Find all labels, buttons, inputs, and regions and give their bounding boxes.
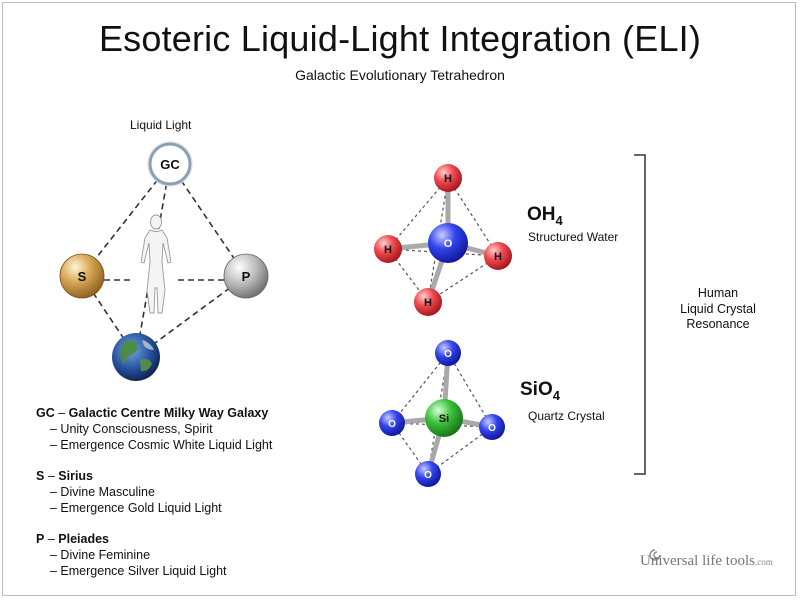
resonance-label: Human Liquid Crystal Resonance <box>668 286 768 333</box>
edge-gc-earth <box>135 163 171 358</box>
edge-gc-s <box>81 163 171 277</box>
svg-text:H: H <box>444 173 452 185</box>
edge-gc-p <box>169 163 247 277</box>
human-figure-icon <box>140 214 172 314</box>
quartz-atom-o-left: O <box>379 410 405 436</box>
legend-name: Pleiades <box>58 532 109 546</box>
legend-abbr: P <box>36 532 45 546</box>
water-atom-h-top: H <box>434 164 462 192</box>
legend-item: – Divine Feminine <box>50 548 151 562</box>
svg-text:Si: Si <box>439 413 449 425</box>
page-subtitle: Galactic Evolutionary Tetrahedron <box>295 67 505 83</box>
quartz-molecule: O O Si O O <box>379 340 505 487</box>
legend-item: – Emergence Gold Liquid Light <box>50 501 222 515</box>
legend-item: – Divine Masculine <box>50 485 155 499</box>
legend-name: Sirius <box>58 469 94 483</box>
legend: GC – Galactic Centre Milky Way Galaxy – … <box>36 405 272 594</box>
legend-group-s: S – Sirius – Divine Masculine – Emergenc… <box>36 468 272 516</box>
svg-text:O: O <box>444 238 453 250</box>
legend-item: – Emergence Silver Liquid Light <box>50 564 227 578</box>
quartz-caption: Quartz Crystal <box>528 409 605 423</box>
legend-item: – Unity Consciousness, Spirit <box>50 422 213 436</box>
svg-text:O: O <box>444 349 452 360</box>
svg-text:H: H <box>424 297 432 309</box>
quartz-formula: SiO4 <box>520 379 560 403</box>
s-node-label: S <box>78 269 87 284</box>
sirius-node: S <box>59 253 105 299</box>
water-atom-h-bottom: H <box>414 288 442 316</box>
resonance-line: Human <box>697 286 739 300</box>
legend-group-gc: GC – Galactic Centre Milky Way Galaxy – … <box>36 406 273 452</box>
liquid-light-label: Liquid Light <box>130 118 192 132</box>
water-caption: Structured Water <box>528 230 619 244</box>
quartz-atom-o-bottom: O <box>415 461 441 487</box>
resonance-bracket <box>634 154 646 475</box>
water-formula: OH4 <box>527 204 563 228</box>
quartz-atom-o-top: O <box>435 340 461 366</box>
gc-node-label: GC <box>160 157 180 172</box>
resonance-line: Resonance <box>686 317 750 331</box>
svg-text:O: O <box>388 419 396 430</box>
svg-text:O: O <box>488 423 496 434</box>
resonance-line: Liquid Crystal <box>680 301 756 316</box>
galactic-centre-node: GC <box>147 141 193 187</box>
water-atom-h-left: H <box>374 235 402 263</box>
legend-item: – Emergence Cosmic White Liquid Light <box>50 438 273 452</box>
logo-swirl-icon <box>649 549 661 561</box>
svg-text:H: H <box>384 244 392 256</box>
quartz-atom-si-center: Si <box>425 399 463 437</box>
brand-logo: Universal life tools.com <box>640 553 773 569</box>
svg-text:H: H <box>494 251 502 263</box>
legend-group-p: P – Pleiades – Divine Feminine – Emergen… <box>36 531 272 579</box>
page-title: Esoteric Liquid-Light Integration (ELI) <box>98 18 702 59</box>
galactic-tetrahedron: GC S P <box>59 141 269 381</box>
p-node-label: P <box>242 269 251 284</box>
quartz-atom-o-right: O <box>479 414 505 440</box>
legend-abbr: GC <box>36 406 55 420</box>
water-molecule: H H O H H <box>374 164 512 316</box>
legend-name: Galactic Centre Milky Way Galaxy <box>68 406 269 420</box>
pleiades-node: P <box>223 253 269 299</box>
earth-globe-icon <box>112 333 160 381</box>
legend-abbr: S <box>36 469 45 483</box>
water-atom-o-center: O <box>428 223 468 263</box>
svg-text:O: O <box>424 470 432 481</box>
water-atom-h-right: H <box>484 242 512 270</box>
